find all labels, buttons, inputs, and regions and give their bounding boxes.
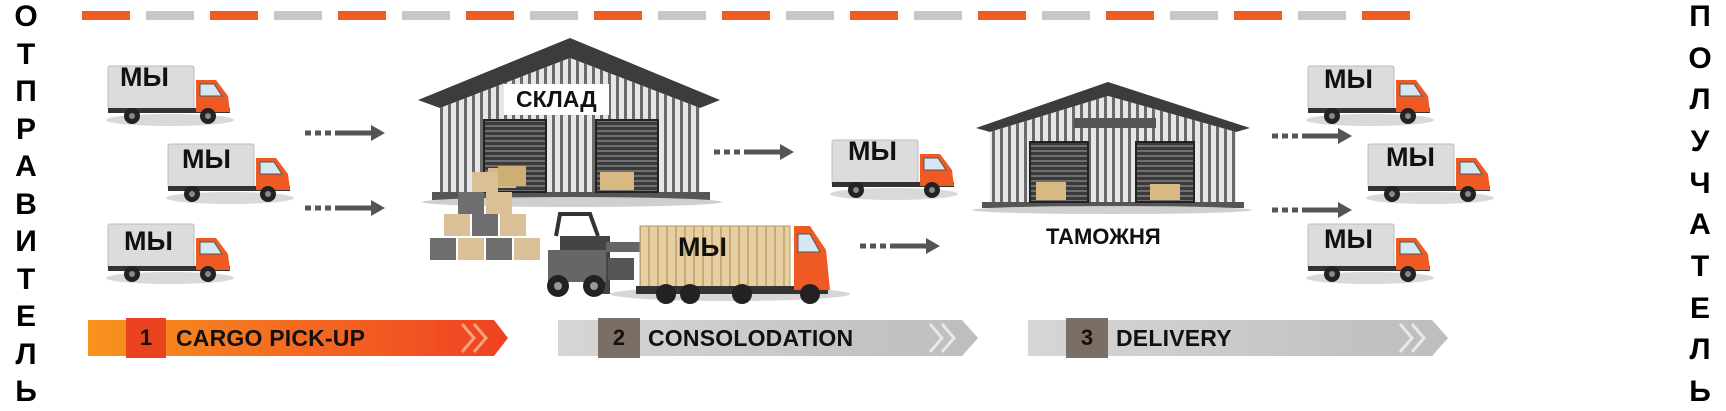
dash-segment bbox=[146, 11, 194, 20]
dash-segment bbox=[594, 11, 642, 20]
dash-segment bbox=[978, 11, 1026, 20]
receiver-letter: А bbox=[1689, 208, 1711, 242]
dash-segment bbox=[786, 11, 834, 20]
dash-segment bbox=[274, 11, 322, 20]
container-truck bbox=[610, 225, 850, 304]
dash-segment bbox=[1170, 11, 1218, 20]
sender-letter: Е bbox=[15, 300, 36, 333]
dash-segment bbox=[914, 11, 962, 20]
dash-segment bbox=[402, 11, 450, 20]
dash-segment bbox=[1298, 11, 1346, 20]
sender-letter: Т bbox=[16, 262, 36, 296]
truck-label: МЫ bbox=[120, 62, 169, 92]
stage-banner-1 bbox=[88, 318, 508, 358]
receiver-letter: О bbox=[1688, 41, 1712, 75]
customs-building bbox=[972, 82, 1252, 214]
dash-segment bbox=[466, 11, 514, 20]
stage-number: 1 bbox=[139, 325, 153, 350]
warehouse-building bbox=[418, 38, 722, 207]
truck-label: МЫ bbox=[1386, 142, 1435, 172]
receiver-letter: Е bbox=[1689, 291, 1710, 325]
truck-label: МЫ bbox=[182, 144, 231, 174]
stage-banner-3 bbox=[1028, 318, 1448, 358]
truck-label: МЫ bbox=[678, 232, 727, 262]
dash-segment bbox=[530, 11, 578, 20]
dash-segment bbox=[1042, 11, 1090, 20]
top-dashed-line bbox=[82, 11, 1410, 20]
arrow-to-customs bbox=[860, 238, 940, 254]
sender-letter: Ь bbox=[15, 375, 37, 408]
dash-segment bbox=[1362, 11, 1410, 20]
truck-label: МЫ bbox=[1324, 64, 1373, 94]
arrow-to-middle-truck bbox=[714, 144, 794, 160]
sender-letter: А bbox=[15, 150, 37, 183]
dash-segment bbox=[82, 11, 130, 20]
receiver-letter: Т bbox=[1690, 249, 1710, 283]
customs-label: ТАМОЖНЯ bbox=[1046, 224, 1161, 249]
truck-label: МЫ bbox=[124, 226, 173, 256]
truck-label: МЫ bbox=[848, 136, 897, 166]
stage-label: CARGO PICK-UP bbox=[176, 325, 366, 351]
dash-segment bbox=[850, 11, 898, 20]
sender-letter: Р bbox=[15, 112, 36, 146]
box-pile bbox=[430, 172, 540, 260]
dash-segment bbox=[1234, 11, 1282, 20]
sender-letter: В bbox=[15, 187, 37, 221]
dash-segment bbox=[338, 11, 386, 20]
receiver-letter: Л bbox=[1689, 333, 1711, 367]
sender-letter: Л bbox=[15, 337, 37, 371]
sender-letter: О bbox=[14, 0, 38, 33]
stage-number: 3 bbox=[1080, 325, 1094, 350]
arrow-to-warehouse-2 bbox=[305, 200, 385, 216]
truck-label: МЫ bbox=[1324, 224, 1373, 254]
receiver-letter: У bbox=[1690, 124, 1710, 158]
stage-banner-2 bbox=[558, 318, 978, 358]
arrow-to-warehouse-1 bbox=[305, 125, 385, 141]
arrow-to-receiver-2 bbox=[1272, 202, 1352, 218]
receiver-letter: Ч bbox=[1689, 166, 1711, 200]
receiver-letter: Л bbox=[1689, 83, 1711, 117]
dash-segment bbox=[210, 11, 258, 20]
receiver-letter: П bbox=[1689, 0, 1711, 33]
dash-segment bbox=[1106, 11, 1154, 20]
sender-letter: Т bbox=[16, 37, 36, 71]
forklift bbox=[547, 212, 642, 297]
dash-segment bbox=[658, 11, 706, 20]
stage-label: CONSOLODATION bbox=[648, 325, 854, 351]
arrow-to-receiver-1 bbox=[1272, 128, 1352, 144]
stage-number: 2 bbox=[612, 325, 626, 350]
warehouse-label: СКЛАД bbox=[504, 84, 609, 115]
dash-segment bbox=[722, 11, 770, 20]
receiver-letter: Ь bbox=[1689, 374, 1711, 408]
sender-letter: И bbox=[15, 225, 37, 258]
sender-letter: П bbox=[15, 75, 37, 108]
stage-label: DELIVERY bbox=[1116, 325, 1232, 351]
